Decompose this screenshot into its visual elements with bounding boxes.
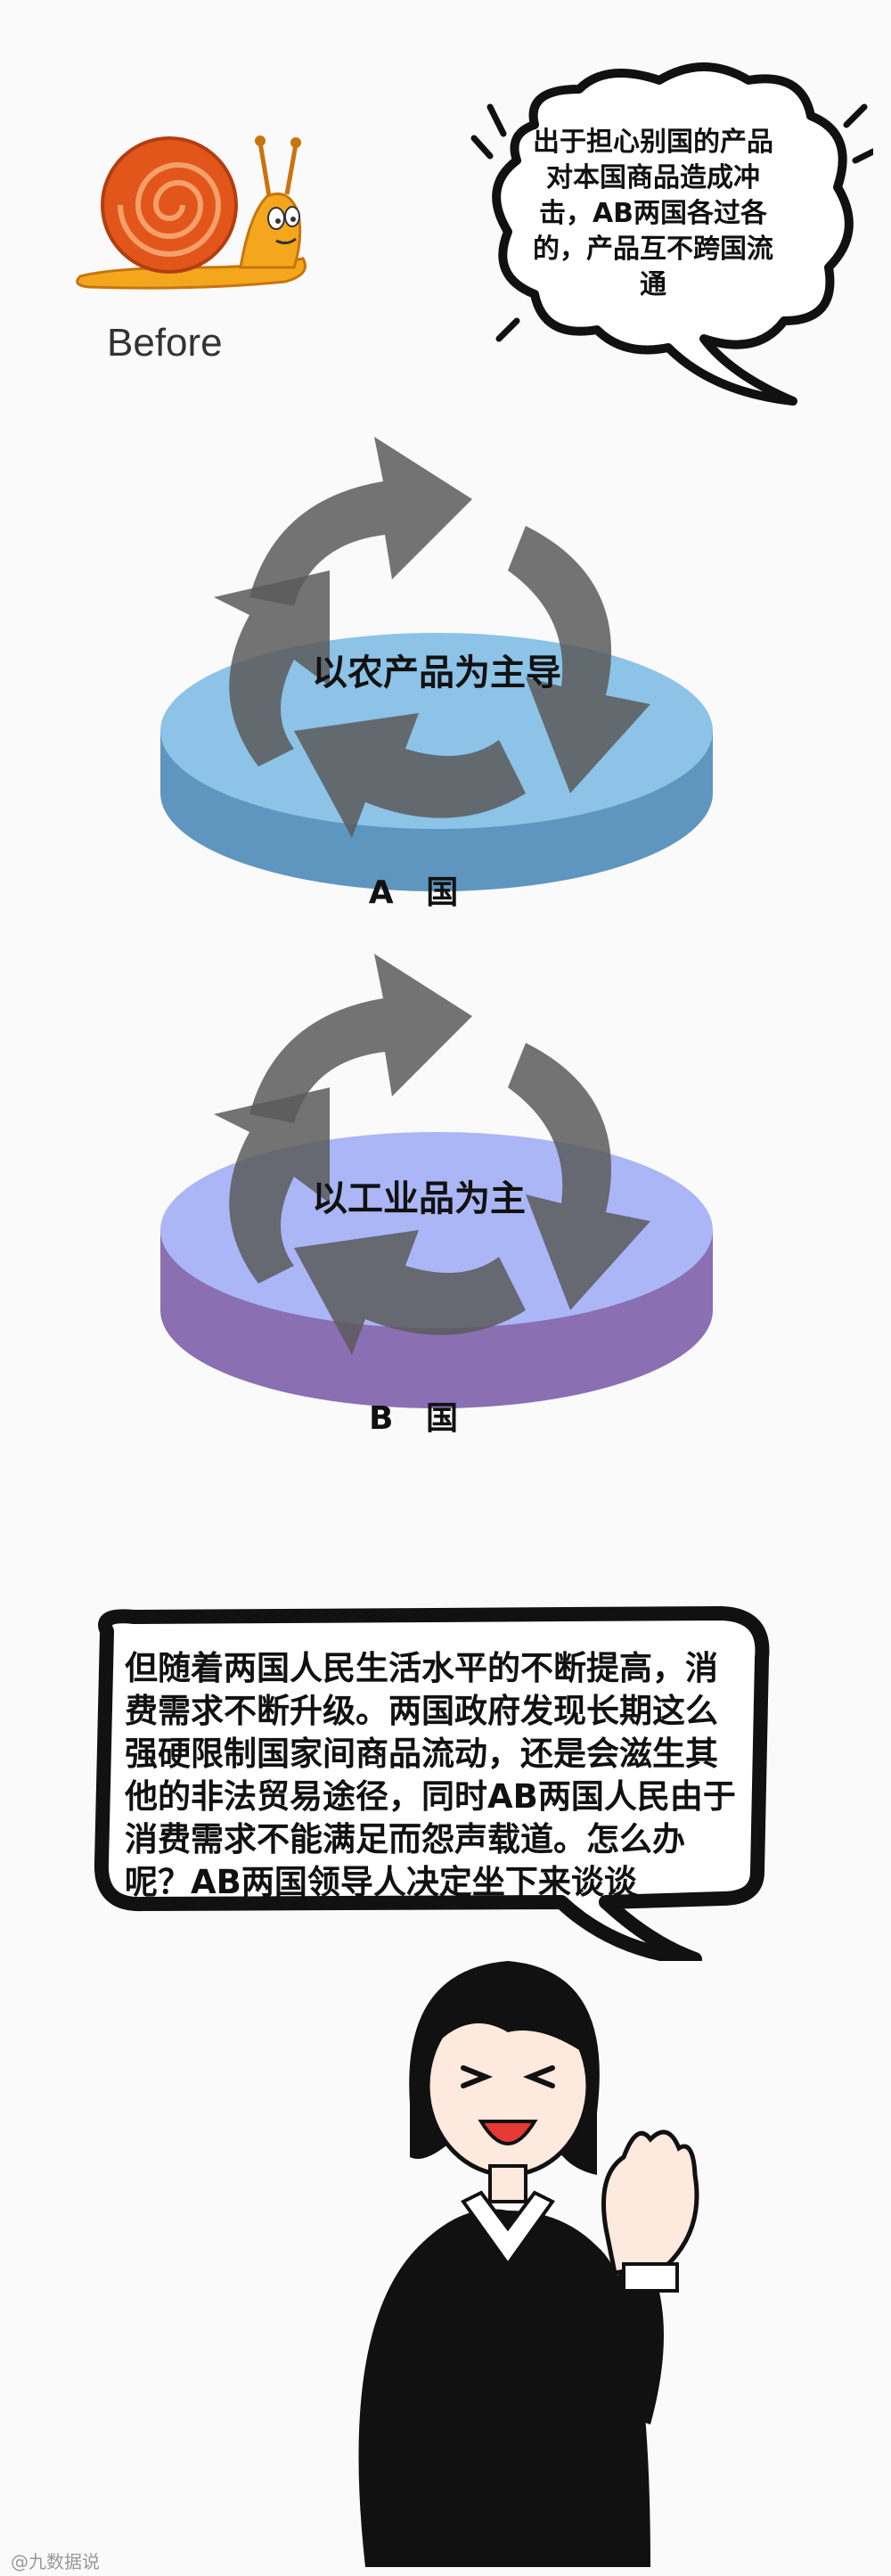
country-a-disc bbox=[160, 437, 713, 891]
country-b-focus: 以工业品为主 bbox=[312, 1178, 526, 1219]
snail-illustration bbox=[76, 135, 307, 290]
speech-bottom-text: 但随着两国人民生活水平的不断提高，消费需求不断升级。两国政府发现长期这么强硬限制… bbox=[125, 1649, 736, 1901]
country-b-name: B 国 bbox=[369, 1400, 469, 1437]
speech-bubble-top bbox=[470, 62, 873, 406]
country-a-focus: 以农产品为主导 bbox=[312, 652, 561, 693]
watermark: @九数据说 bbox=[11, 2551, 100, 2572]
before-label: Before bbox=[107, 321, 223, 365]
girl-illustration bbox=[358, 1961, 699, 2567]
speech-top-text: 出于担心别国的产品对本国商品造成冲击，AB两国各过各的，产品互不跨国流通 bbox=[533, 127, 773, 300]
country-b-disc bbox=[160, 954, 713, 1408]
speech-bubble-bottom bbox=[94, 1606, 770, 1961]
country-a-name: A 国 bbox=[368, 874, 470, 911]
